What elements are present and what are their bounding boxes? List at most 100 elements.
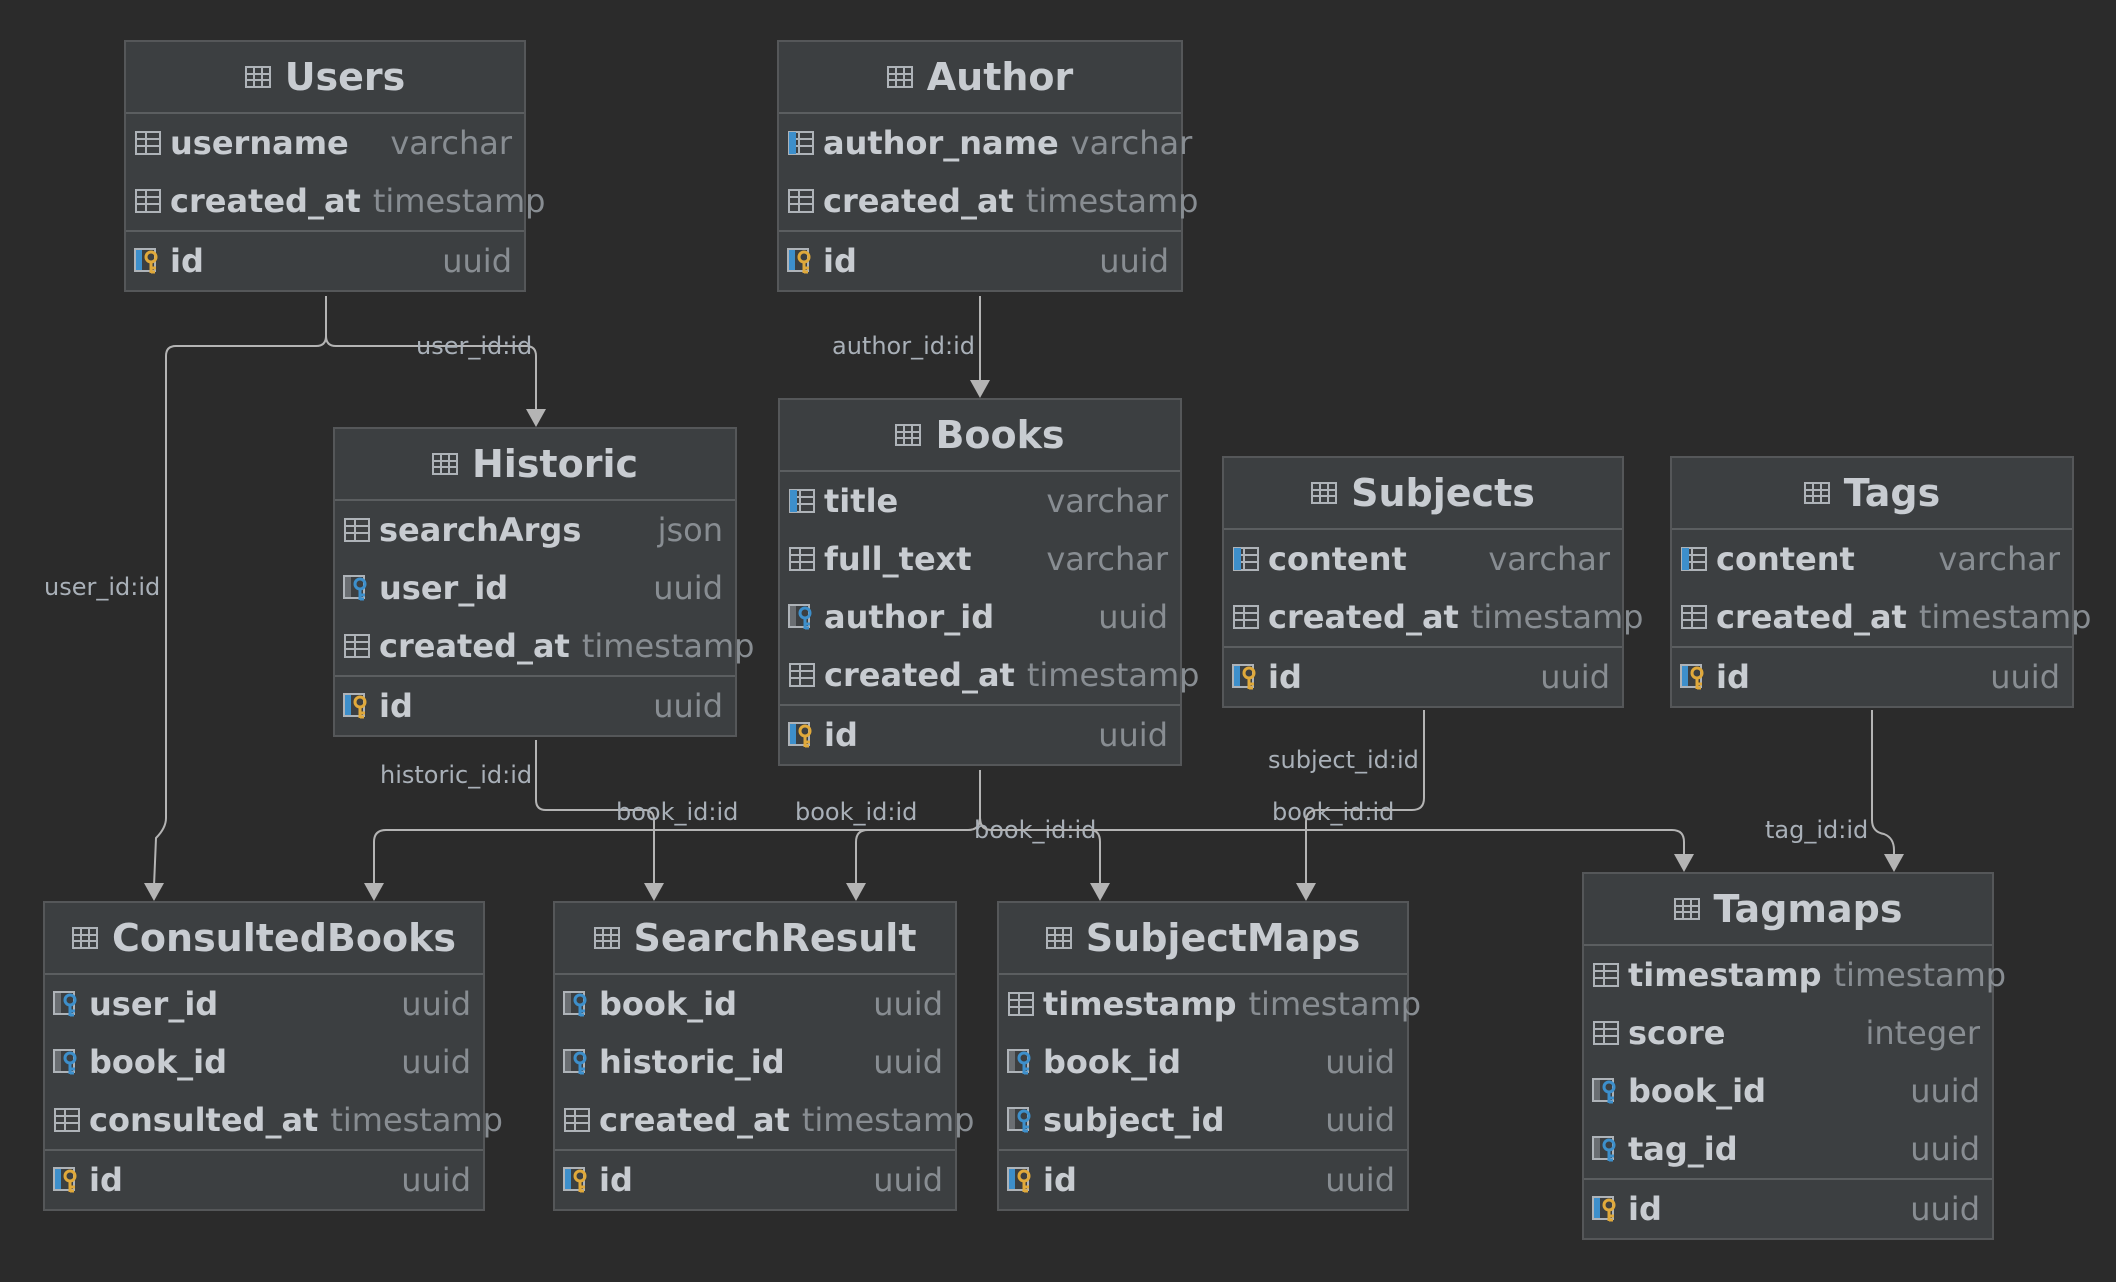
column-type: uuid [1325, 1161, 1395, 1199]
relation-line[interactable] [373, 770, 981, 886]
relation-line[interactable] [535, 740, 655, 886]
column-name: consulted_at [89, 1101, 319, 1139]
column-type: varchar [1938, 540, 2060, 578]
relation-author-books[interactable]: author_id:id [832, 296, 990, 398]
column-name: id [823, 242, 857, 280]
table-header[interactable]: SubjectMaps [999, 903, 1407, 975]
table-icon [244, 66, 271, 88]
column-name: content [1268, 540, 1407, 578]
foreign-key-icon [1592, 1076, 1622, 1106]
table-header[interactable]: Tagmaps [1584, 874, 1992, 946]
column-row[interactable]: consulted_at timestamp [45, 1091, 503, 1149]
relation-line[interactable] [855, 770, 981, 886]
relation-users-historic[interactable]: user_id:id [325, 296, 546, 427]
indexed-column-icon [1680, 544, 1710, 574]
column-icon [343, 515, 373, 545]
relation-books-searchresult[interactable]: book_id:id [616, 770, 981, 901]
column-icon [787, 186, 817, 216]
arrowhead-icon [970, 380, 990, 398]
table-header[interactable]: Tags [1672, 458, 2072, 530]
column-type: timestamp [330, 1101, 503, 1139]
table-header[interactable]: ConsultedBooks [45, 903, 483, 975]
column-name: subject_id [1043, 1101, 1225, 1139]
table-header[interactable]: SearchResult [555, 903, 955, 975]
relation-line[interactable] [1871, 710, 1895, 857]
column-name: full_text [824, 540, 972, 578]
relation-books-consultedbooks[interactable]: book_id:id [364, 770, 981, 901]
relation-historic-searchresult[interactable]: historic_id:id [380, 740, 664, 901]
relation-books-tagmaps[interactable]: book_id:id [979, 770, 1694, 872]
column-type: uuid [1990, 658, 2060, 696]
column-type: uuid [1910, 1072, 1980, 1110]
table-header[interactable]: Books [780, 400, 1180, 472]
primary-key-icon [1680, 662, 1710, 692]
column-name: created_at [1716, 598, 1907, 636]
column-type: uuid [653, 687, 723, 725]
table-header[interactable]: Author [779, 42, 1181, 114]
primary-key-icon [343, 691, 373, 721]
relation-line[interactable] [1305, 710, 1425, 886]
relation-label: historic_id:id [380, 761, 532, 789]
foreign-key-icon [1592, 1134, 1622, 1164]
column-type: uuid [1910, 1190, 1980, 1228]
relation-subjects-subjectmaps[interactable]: subject_id:id [1268, 710, 1425, 901]
relation-tags-tagmaps[interactable]: tag_id:id [1765, 710, 1904, 872]
table-header[interactable]: Subjects [1224, 458, 1622, 530]
column-name: id [89, 1161, 123, 1199]
relation-line[interactable] [325, 296, 537, 412]
relation-users-consultedbooks[interactable]: user_id:id [44, 296, 327, 901]
relation-books-subjectmaps[interactable]: book_id:id [974, 770, 1110, 901]
table-header[interactable]: Users [126, 42, 524, 114]
relation-line[interactable] [979, 770, 1685, 857]
table-header[interactable]: Historic [335, 429, 735, 501]
relation-line[interactable] [153, 296, 327, 887]
